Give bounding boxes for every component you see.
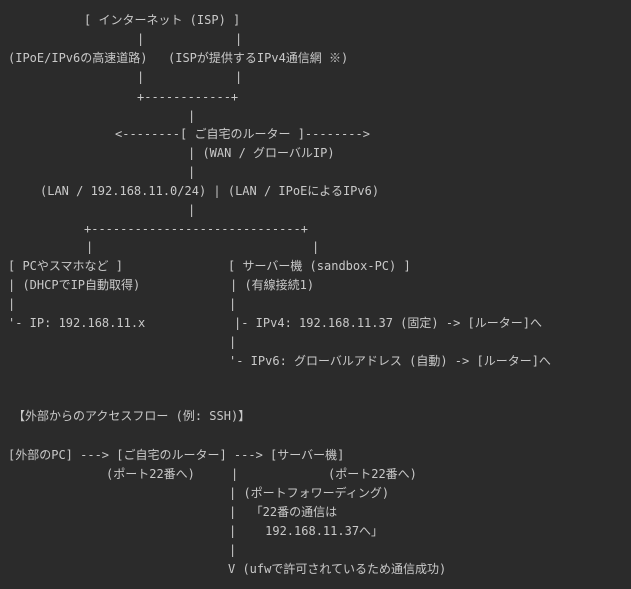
diagram-line: | (ポートフォワーディング) <box>229 486 390 500</box>
diagram-line: V (ufwで許可されているため通信成功) <box>228 562 447 576</box>
diagram-line: |- IPv4: 192.168.11.37 (固定) -> [ルーター]へ <box>234 316 542 330</box>
diagram-line: (LAN / 192.168.11.0/24) | (LAN / IPoEによる… <box>40 184 380 198</box>
diagram-line: | (DHCPでIP自動取得) <box>8 278 141 292</box>
diagram-line: | 192.168.11.37へ」 <box>229 524 384 538</box>
diagram-line: '- IPv6: グローバルアドレス (自動) -> [ルーター]へ <box>229 354 551 368</box>
diagram-line: | <box>235 70 243 84</box>
diagram-line: | <box>188 203 196 217</box>
diagram-line: | <box>231 467 239 481</box>
diagram-line: | <box>188 109 196 123</box>
diagram-line: | <box>229 297 237 311</box>
diagram-line: [ サーバー機 (sandbox-PC) ] <box>228 259 411 273</box>
diagram-line: +-----------------------------+ <box>84 222 308 236</box>
diagram-line: +------------+ <box>137 90 239 104</box>
diagram-line: | <box>312 240 320 254</box>
diagram-line: | (WAN / グローバルIP) <box>188 146 335 160</box>
diagram-line: | 「22番の通信は <box>229 505 338 519</box>
diagram-line: | (有線接続1) <box>230 278 315 292</box>
diagram-line: [外部のPC] ---> [ご自宅のルーター] ---> [サーバー機] <box>8 448 345 462</box>
diagram-line: | <box>229 543 237 557</box>
diagram-line: '- IP: 192.168.11.x <box>8 316 146 330</box>
diagram-line: [ PCやスマホなど ] <box>8 259 123 273</box>
diagram-line: | <box>137 70 145 84</box>
diagram-line: | <box>229 335 237 349</box>
diagram-line: | <box>137 32 145 46</box>
diagram-line: (IPoE/IPv6の高速道路) <box>8 51 148 65</box>
diagram-line: | <box>86 240 94 254</box>
diagram-line: (ポート22番へ) <box>106 467 195 481</box>
diagram-line: | <box>8 297 16 311</box>
diagram-line: | <box>235 32 243 46</box>
diagram-line: (ISPが提供するIPv4通信網 ※) <box>168 51 349 65</box>
diagram-line: [ インターネット (ISP) ] <box>84 13 241 27</box>
diagram-line: 【外部からのアクセスフロー (例: SSH)】 <box>13 409 251 423</box>
diagram-line: <--------[ ご自宅のルーター ]--------> <box>115 127 370 141</box>
diagram-line: | <box>188 165 196 179</box>
diagram-line: (ポート22番へ) <box>328 467 417 481</box>
